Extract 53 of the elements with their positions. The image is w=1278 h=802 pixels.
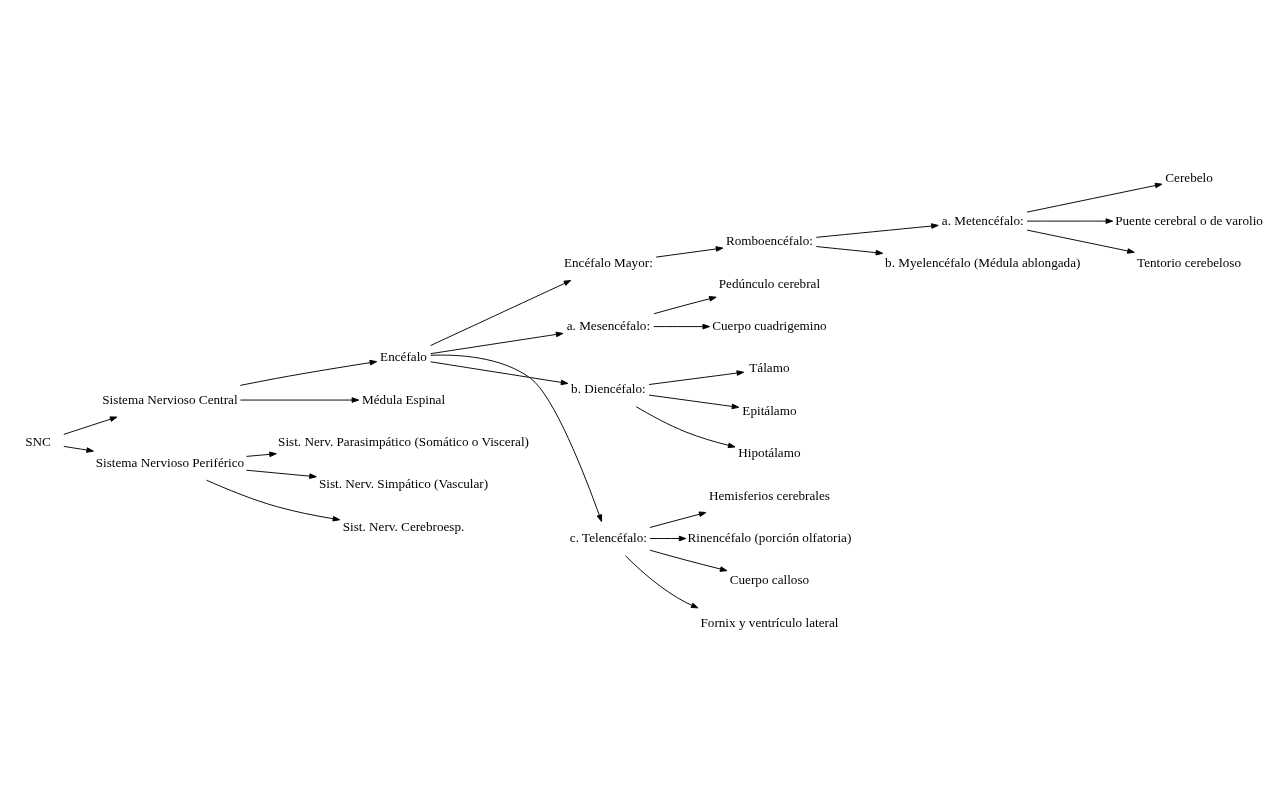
- arrow: [239, 397, 360, 403]
- node-text: Epitálamo: [742, 402, 797, 418]
- arrow: [653, 296, 717, 315]
- node-text: Puente cerebral o de varolio: [1115, 212, 1263, 228]
- node-text: Cerebelo: [1165, 170, 1213, 186]
- node-text: b. Diencéfalo:: [571, 381, 646, 397]
- node-text: Tálamo: [749, 360, 790, 376]
- arrow: [649, 535, 687, 542]
- node-text: Sistema Nervioso Periférico: [95, 454, 245, 470]
- arrow: [239, 359, 378, 386]
- arrow: [430, 331, 564, 355]
- node-text: Tentorio cerebeloso: [1137, 254, 1242, 270]
- arrow: [430, 361, 569, 386]
- arrow: [245, 469, 317, 479]
- node-text: Hipotálamo: [738, 445, 801, 461]
- node-text: Rinencéfalo (porción olfatoria): [687, 530, 852, 545]
- node-text: a. Metencéfalo:: [941, 212, 1024, 228]
- arrow: [430, 354, 603, 522]
- arrow: [63, 416, 118, 435]
- node-text: Encéfalo Mayor:: [563, 254, 653, 270]
- arrow: [1026, 182, 1163, 213]
- node-text: b. Myelencéfalo (Médula ablongada): [885, 254, 1081, 270]
- arrow: [624, 555, 699, 609]
- node-text: Sist. Nerv. Cerebroesp.: [342, 518, 465, 534]
- arrow: [1026, 218, 1114, 224]
- arrow: [430, 280, 572, 347]
- arrow: [649, 549, 728, 572]
- node-text: SNC: [25, 433, 51, 449]
- arrow: [245, 451, 277, 458]
- node-text: Cuerpo cuadrigemino: [712, 318, 827, 334]
- node-text: Sistema Nervioso Central: [102, 391, 238, 407]
- node-text: c. Telencéfalo:: [569, 530, 647, 545]
- arrow: [815, 246, 884, 256]
- arrow: [206, 479, 341, 522]
- node-text: Médula Espinal: [362, 391, 446, 407]
- arrow: [815, 223, 939, 238]
- node-text: Romboencéfalo:: [725, 233, 813, 249]
- arrow: [655, 246, 724, 258]
- arrow: [653, 323, 710, 330]
- node-text: Sist. Nerv. Simpático (Vascular): [318, 476, 489, 492]
- arrow: [63, 445, 94, 453]
- node-text: Encéfalo: [380, 349, 427, 365]
- arrow: [649, 511, 707, 528]
- node-text: a. Mesencéfalo:: [566, 318, 651, 334]
- arrow: [648, 394, 740, 410]
- node-text: Hemisferios cerebrales: [708, 487, 830, 503]
- arrow: [1026, 229, 1135, 254]
- node-text: Sist. Nerv. Parasimpático (Somático o Visceral): [278, 433, 529, 449]
- arrow: [648, 370, 745, 385]
- node-text: Fornix y ventrículo lateral: [700, 614, 839, 630]
- arrow: [635, 406, 736, 449]
- node-text: Cuerpo calloso: [729, 572, 810, 588]
- node-text: Pedúnculo cerebral: [718, 275, 821, 291]
